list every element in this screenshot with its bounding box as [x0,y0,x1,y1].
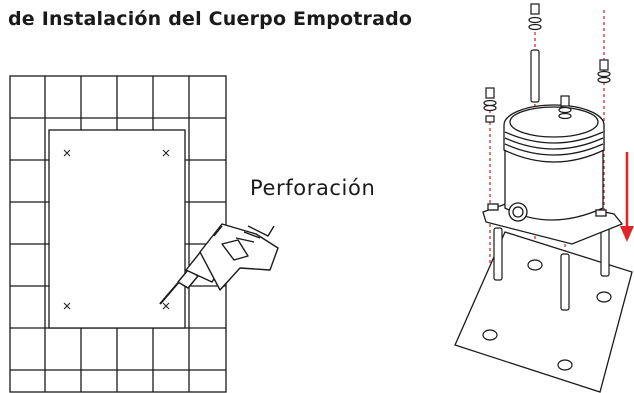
upper-bolts [483,3,611,123]
anchor-bolts [493,225,610,311]
drill-icon [159,223,279,305]
drilling-template [48,129,186,329]
down-arrow-icon [620,152,634,242]
embedded-box [482,104,624,245]
diagram-title: de Instalación del Cuerpo Empotrado [8,8,413,30]
drill-marks [63,149,170,310]
surface-holes [482,259,612,371]
drilling-label: Perforación [250,176,376,200]
